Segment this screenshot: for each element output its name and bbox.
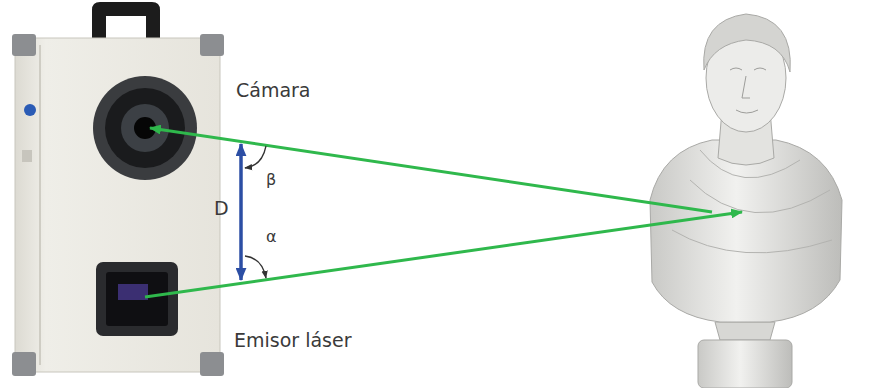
laser-beam bbox=[145, 212, 742, 297]
angle-label: β bbox=[266, 171, 276, 189]
scanner-device bbox=[12, 2, 224, 376]
emitter-label: Emisor láser bbox=[234, 330, 352, 352]
angle-label: α bbox=[266, 228, 277, 246]
alpha-arc bbox=[245, 256, 266, 278]
reflected-beam bbox=[150, 128, 712, 212]
distance-label: D bbox=[214, 198, 229, 220]
baseline-arrow bbox=[239, 144, 243, 280]
marble-bust bbox=[650, 14, 842, 388]
camera-label: Cámara bbox=[236, 80, 311, 102]
beta-arc bbox=[245, 146, 266, 168]
